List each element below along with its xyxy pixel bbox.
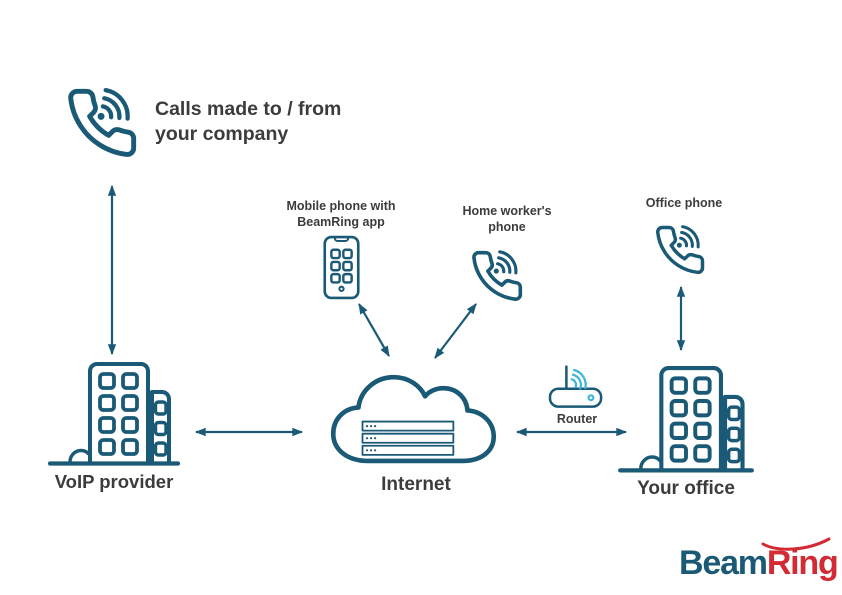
arrow-internet-home-worker-phone (434, 303, 477, 359)
node-internet: Internet (320, 362, 512, 496)
voip-provider-label: VoIP provider (54, 471, 174, 492)
wifi-router-icon (548, 365, 603, 408)
mobile-phone-label: Mobile phone with BeamRing app (286, 199, 396, 229)
logo-text-beam: Beam (679, 544, 768, 582)
phone-call-icon (469, 248, 525, 304)
router-label: Router (556, 412, 598, 426)
cloud-servers-icon (330, 374, 497, 464)
calls-label: Calls made to / from your company (155, 98, 342, 145)
office-building-icon (48, 360, 180, 468)
node-voip-provider: VoIP provider (48, 360, 180, 493)
your-office-label: Your office (637, 478, 735, 499)
logo-swoosh-icon (761, 537, 831, 551)
node-your-office: Your office (618, 364, 754, 500)
node-home-worker-phone: Home worker's phone (432, 204, 582, 304)
home-worker-phone-label: Home worker's phone (462, 204, 552, 234)
logo-text-ring: Ring (766, 544, 839, 582)
node-mobile-phone: Mobile phone with BeamRing app (258, 199, 424, 300)
office-phone-label: Office phone (645, 196, 723, 210)
smartphone-icon (321, 235, 362, 300)
internet-label: Internet (381, 474, 451, 495)
arrow-internet-mobile-phone (358, 303, 390, 357)
wifi-waves-icon (570, 368, 587, 390)
phone-call-icon (653, 223, 707, 277)
office-building-icon (618, 364, 754, 475)
node-office-phone: Office phone (614, 196, 754, 277)
beamring-logo: BeamRing (679, 537, 839, 593)
node-router: Router (546, 355, 608, 428)
phone-call-icon (64, 85, 140, 161)
server-rack-icon (361, 420, 455, 456)
